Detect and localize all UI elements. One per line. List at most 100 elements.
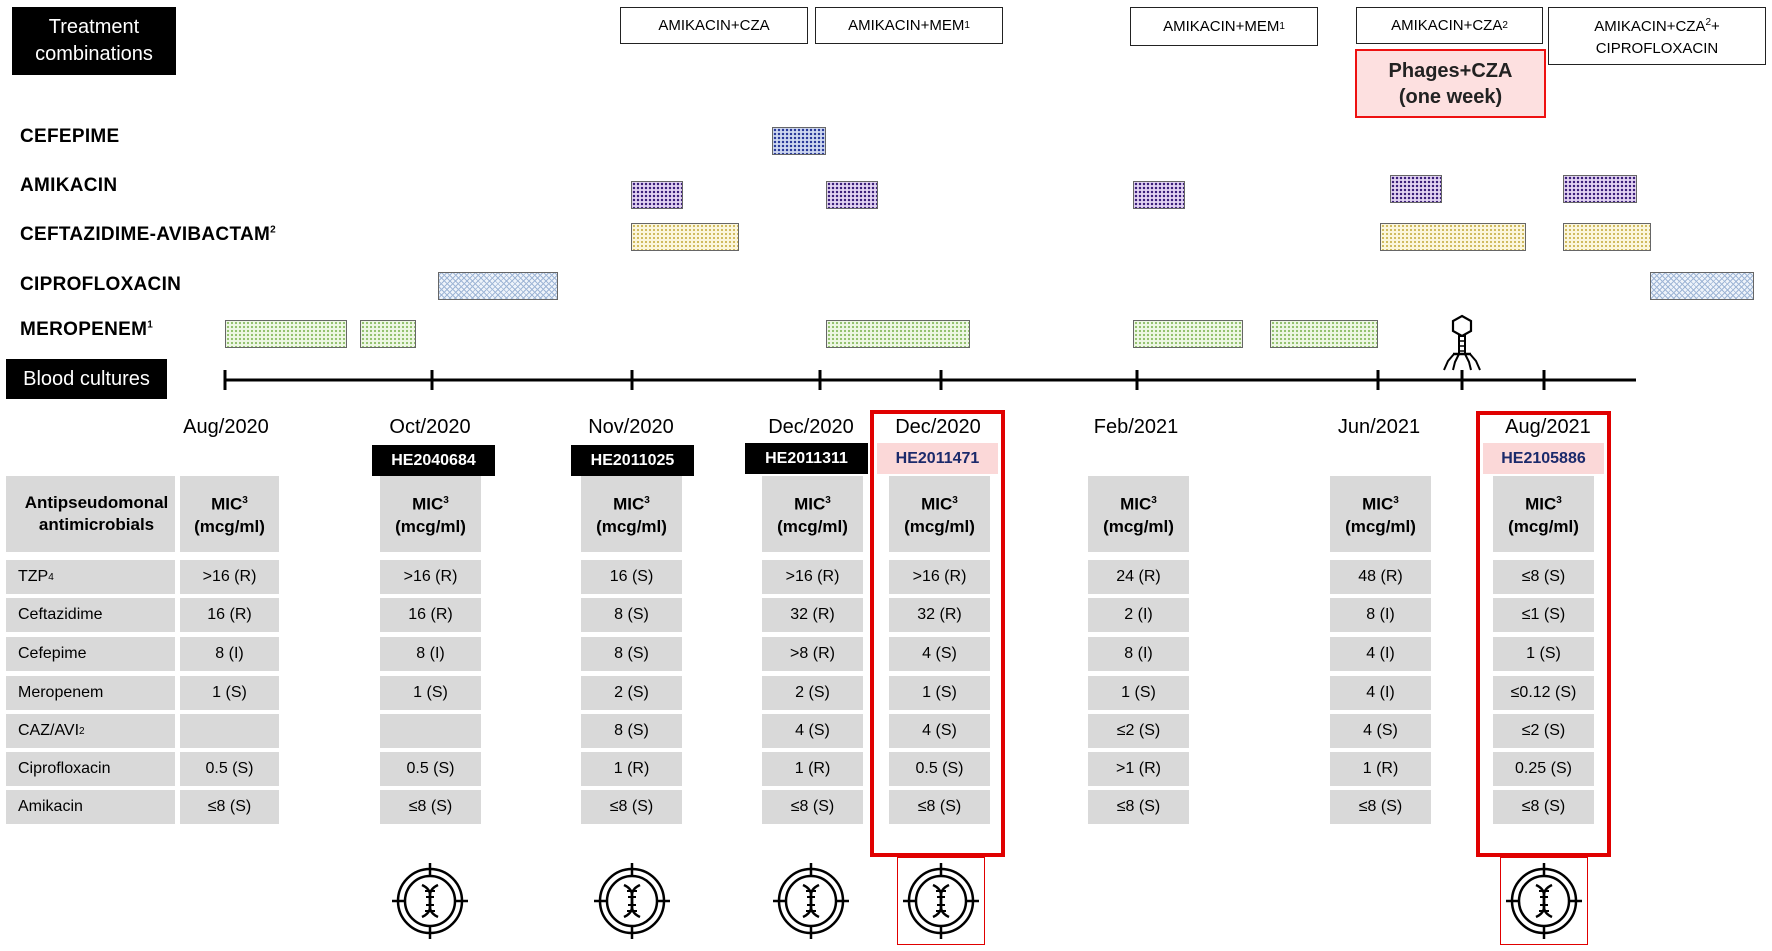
- mic-value-cell: 16 (R): [180, 598, 279, 632]
- mic-value-cell: ≤8 (S): [1330, 790, 1431, 824]
- row-label-text: Cefepime: [18, 645, 87, 662]
- bar-amikacin-4: [1390, 175, 1442, 203]
- mic-value-cell: 4 (I): [1330, 637, 1431, 671]
- mic-header-unit: (mcg/ml): [1103, 516, 1174, 536]
- mic-header-label: MIC: [794, 494, 826, 514]
- mic-value-cell: 2 (I): [1088, 598, 1189, 632]
- mic-value-cell: 4 (S): [1330, 714, 1431, 748]
- bar-amikacin-2: [826, 181, 878, 209]
- mic-value-cell: [180, 714, 279, 748]
- bar-cza-1: [631, 223, 739, 251]
- mic-header-label: MIC: [1362, 494, 1394, 514]
- timeline: [223, 370, 1636, 390]
- mic-header: MIC3(mcg/ml): [581, 476, 682, 552]
- mic-value-cell: 2 (S): [762, 676, 863, 710]
- mic-value-cell: 1 (R): [581, 752, 682, 786]
- dna-icon-container: [588, 857, 676, 945]
- mic-value-cell: ≤2 (S): [1088, 714, 1189, 748]
- dna-icon-container: [386, 857, 474, 945]
- mic-header-sup: 3: [1556, 495, 1562, 507]
- mic-value-cell: [380, 714, 481, 748]
- mic-header-sup: 3: [1151, 495, 1157, 507]
- drug-label-cefepime: CEFEPIME: [20, 126, 120, 147]
- mic-value-cell: 8 (I): [1088, 637, 1189, 671]
- bar-meropenem-5: [1270, 320, 1378, 348]
- drug-label-amikacin: AMIKACIN: [20, 175, 118, 196]
- bar-amikacin-1: [631, 181, 683, 209]
- mic-value-cell: 1 (R): [762, 752, 863, 786]
- row-label-sup: 4: [48, 571, 54, 583]
- mic-value-cell: 32 (R): [762, 598, 863, 632]
- mic-value-cell: ≤8 (S): [380, 790, 481, 824]
- mic-value-cell: 8 (S): [581, 637, 682, 671]
- isolate-id-he2011025: HE2011025: [571, 445, 694, 476]
- drug-label-ciprofloxacin: CIPROFLOXACIN: [20, 274, 182, 295]
- mic-header-unit: (mcg/ml): [777, 516, 848, 536]
- mic-value-cell: 4 (I): [1330, 676, 1431, 710]
- mic-value-cell: 32 (R): [889, 598, 990, 632]
- bar-meropenem-1: [225, 320, 347, 348]
- mic-header-sup: 3: [443, 495, 449, 507]
- mic-value-cell: 1 (R): [1330, 752, 1431, 786]
- mic-header-label: MIC: [613, 494, 645, 514]
- row-label-text: Amikacin: [18, 798, 83, 815]
- mic-value-cell: 48 (R): [1330, 560, 1431, 594]
- mic-header-label: MIC: [1120, 494, 1152, 514]
- bar-amikacin-5: [1563, 175, 1637, 203]
- isolate-id-he2040684: HE2040684: [372, 445, 495, 476]
- mic-value-cell: 1 (S): [1493, 637, 1594, 671]
- drug-label-ceftazidime-avibactam: CEFTAZIDIME-AVIBACTAM2: [20, 224, 276, 245]
- dna-icon-container: [767, 857, 855, 945]
- dna-sequencing-icon: [1506, 863, 1582, 939]
- mic-value-cell: ≤8 (S): [1493, 790, 1594, 824]
- phages-cza-box: Phages+CZA(one week): [1355, 49, 1546, 118]
- bar-meropenem-3: [826, 320, 970, 348]
- drug-label-meropenem: MEROPENEM1: [20, 319, 154, 340]
- mic-value-cell: ≤8 (S): [180, 790, 279, 824]
- mic-value-cell: ≤8 (S): [762, 790, 863, 824]
- mic-header: MIC3(mcg/ml): [1330, 476, 1431, 552]
- mic-value-cell: 1 (S): [1088, 676, 1189, 710]
- date-oct-2020: Oct/2020: [389, 416, 471, 438]
- mic-header-label: MIC: [211, 494, 243, 514]
- mic-value-cell: >16 (R): [762, 560, 863, 594]
- row-label-text: Ceftazidime: [18, 606, 103, 623]
- row-label-cefepime: Cefepime: [6, 637, 175, 671]
- mic-header: MIC3(mcg/ml): [762, 476, 863, 552]
- mic-value-cell: >16 (R): [889, 560, 990, 594]
- mic-value-cell: >1 (R): [1088, 752, 1189, 786]
- dna-icon-container: [1500, 857, 1588, 945]
- bar-meropenem-4: [1133, 320, 1243, 348]
- mic-value-cell: >8 (R): [762, 637, 863, 671]
- isolate-id-he2011471: HE2011471: [877, 443, 998, 474]
- mic-value-cell: >16 (R): [380, 560, 481, 594]
- bar-meropenem-2: [360, 320, 416, 348]
- row-label-ceftazidime: Ceftazidime: [6, 598, 175, 632]
- mic-header-sup: 3: [952, 495, 958, 507]
- mic-value-cell: 8 (S): [581, 714, 682, 748]
- isolate-id-he2105886: HE2105886: [1483, 443, 1604, 474]
- bar-ciprofloxacin-2: [1650, 272, 1754, 300]
- mic-header: MIC3 (mcg/ml): [1088, 476, 1189, 552]
- date-aug-2021: Aug/2021: [1505, 416, 1591, 438]
- mic-value-cell: ≤0.12 (S): [1493, 676, 1594, 710]
- mic-value-cell: 2 (S): [581, 676, 682, 710]
- mic-value-cell: 8 (I): [380, 637, 481, 671]
- mic-value-cell: 8 (S): [581, 598, 682, 632]
- row-label-sup: 2: [79, 725, 85, 737]
- date-nov-2020: Nov/2020: [588, 416, 674, 438]
- mic-value-cell: ≤2 (S): [1493, 714, 1594, 748]
- mic-value-cell: 24 (R): [1088, 560, 1189, 594]
- combo-amikacin-cza-cipro: AMIKACIN+CZA2+CIPROFLOXACIN: [1548, 7, 1766, 65]
- mic-header: MIC3(mcg/ml): [380, 476, 481, 552]
- mic-value-cell: ≤8 (S): [889, 790, 990, 824]
- dna-sequencing-icon: [392, 863, 468, 939]
- mic-value-cell: 1 (S): [180, 676, 279, 710]
- bar-cza-2: [1380, 223, 1526, 251]
